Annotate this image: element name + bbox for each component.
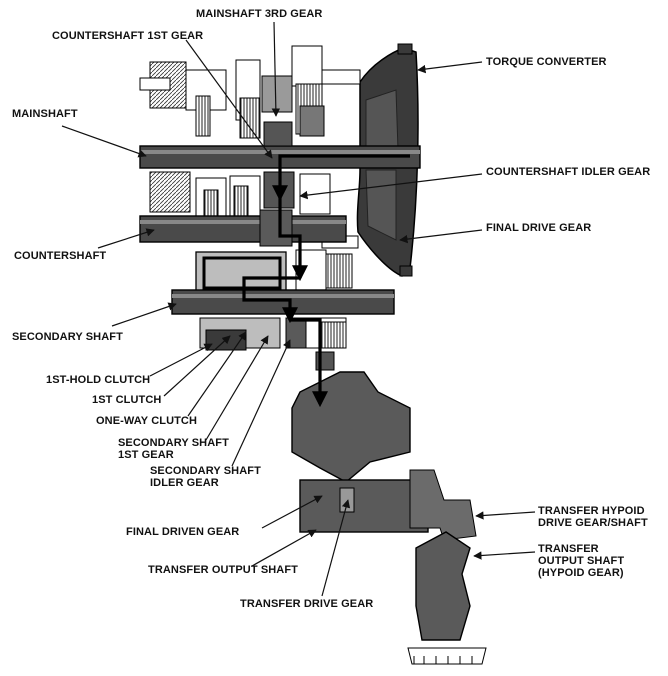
label-one-way-clutch: ONE-WAY CLUTCH — [96, 415, 198, 427]
label-1st-hold-clutch: 1ST-HOLD CLUTCH — [46, 374, 151, 386]
label-transfer-drive-gear: TRANSFER DRIVE GEAR — [240, 598, 374, 610]
label-torque-converter: TORQUE CONVERTER — [486, 56, 607, 68]
label-secondary-shaft: SECONDARY SHAFT — [12, 331, 123, 343]
mainshaft-assembly — [139, 45, 421, 169]
label-transfer-output-shaft: TRANSFER OUTPUT SHAFT — [148, 564, 298, 576]
label-final-drive-gear: FINAL DRIVE GEAR — [486, 222, 592, 234]
label-final-driven-gear: FINAL DRIVEN GEAR — [126, 526, 240, 538]
label-mainshaft-3rd-gear: MAINSHAFT 3RD GEAR — [196, 8, 323, 20]
label-secondary-shaft-idler-gear-line2: IDLER GEAR — [150, 477, 219, 489]
label-secondary-shaft-idler-gear-line1: SECONDARY SHAFT — [150, 465, 261, 477]
power-flow-path — [242, 154, 410, 408]
label-countershaft: COUNTERSHAFT — [14, 250, 107, 262]
label-transfer-hypoid-line1: TRANSFER HYPOID — [538, 505, 645, 517]
label-transfer-output-hypoid-line2: OUTPUT SHAFT — [538, 555, 625, 567]
leader-arrows — [61, 21, 536, 597]
label-transfer-output-hypoid-line3: (HYPOID GEAR) — [538, 567, 624, 579]
label-transfer-output-hypoid-line1: TRANSFER — [538, 543, 599, 555]
label-countershaft-idler-gear: COUNTERSHAFT IDLER GEAR — [486, 166, 651, 178]
countershaft-assembly — [139, 171, 347, 247]
label-secondary-shaft-1st-gear-line2: 1ST GEAR — [118, 449, 174, 461]
label-secondary-shaft-1st-gear-line1: SECONDARY SHAFT — [118, 437, 229, 449]
label-1st-clutch: 1ST CLUTCH — [92, 394, 162, 406]
label-mainshaft: MAINSHAFT — [12, 108, 78, 120]
label-transfer-hypoid-line2: DRIVE GEAR/SHAFT — [538, 517, 648, 529]
label-countershaft-1st-gear: COUNTERSHAFT 1ST GEAR — [52, 30, 204, 42]
